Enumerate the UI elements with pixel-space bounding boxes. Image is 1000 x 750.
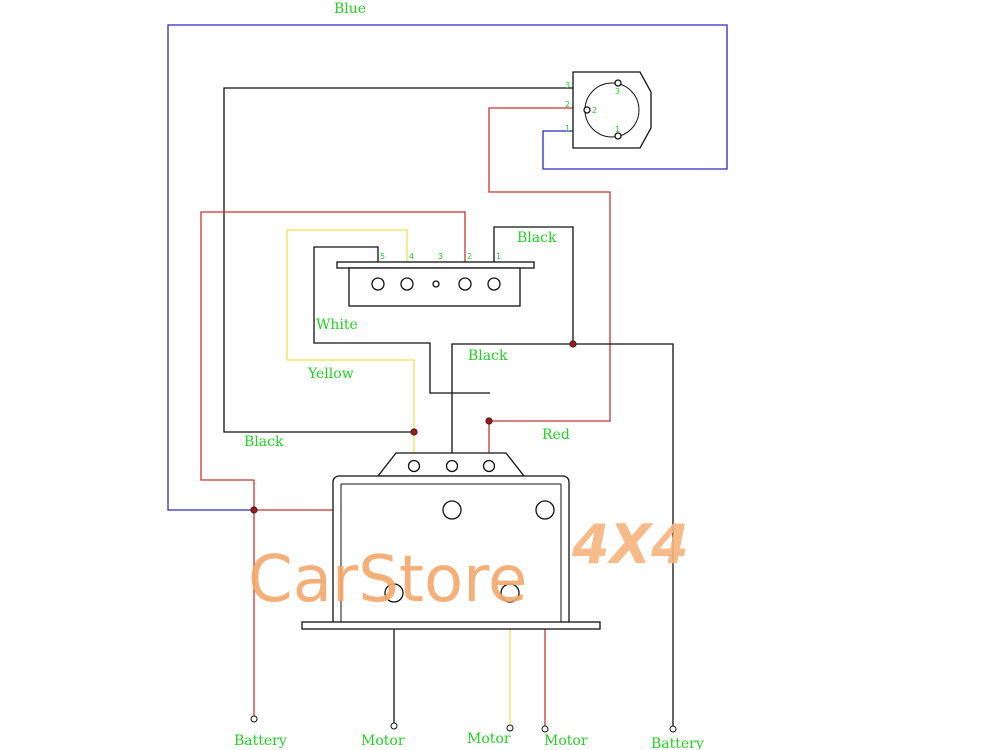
solenoid-stud-motor-2 — [500, 583, 520, 603]
junction-dot-yellow — [410, 428, 418, 436]
switch-inner-label-1: 1 — [615, 125, 620, 134]
junction-dot-battery — [250, 506, 258, 514]
carstore-watermark: CarStore 4X4 — [248, 513, 689, 617]
black-wire-to-middle-terminal — [451, 343, 674, 728]
connector-pin-label-1: 1 — [496, 252, 501, 261]
switch-pin-3-hole — [614, 79, 622, 87]
connector-pin-3 — [432, 280, 440, 288]
switch-inner-label-3: 3 — [615, 87, 620, 96]
connector-pin-5 — [371, 277, 385, 291]
label-motor-1: Motor — [361, 733, 405, 749]
red-wire-connector-to-battery — [200, 211, 466, 481]
watermark-suffix: 4X4 — [571, 513, 689, 576]
label-black-left: Black — [244, 434, 284, 450]
connector-pin-label-2: 2 — [467, 252, 472, 261]
label-motor-2: Motor — [467, 731, 511, 747]
connector-pin-2 — [458, 277, 472, 291]
terminal-end-motor-2 — [506, 724, 514, 732]
junction-dot-black — [569, 340, 577, 348]
solenoid-terminal-left — [407, 459, 421, 473]
yellow-wire — [286, 229, 415, 466]
switch-pin-2-hole — [583, 106, 591, 114]
connector-pin-label-3: 3 — [438, 252, 443, 261]
terminal-end-battery-right — [669, 725, 677, 733]
five-pin-connector: 5 4 3 2 1 — [336, 252, 535, 307]
label-motor-3: Motor — [544, 733, 588, 749]
label-white: White — [316, 317, 358, 333]
label-red: Red — [542, 427, 570, 443]
label-yellow: Yellow — [307, 366, 354, 382]
junction-dot-red — [485, 417, 493, 425]
blue-wire — [167, 24, 728, 511]
terminal-end-battery-left — [250, 715, 258, 723]
rocker-switch: 3 2 1 3 2 1 — [565, 71, 652, 149]
label-black-top: Black — [517, 230, 557, 246]
terminal-end-motor-3 — [541, 725, 549, 733]
switch-inner-label-2: 2 — [592, 106, 597, 115]
connector-pin-label-4: 4 — [409, 252, 414, 261]
solenoid-terminal-middle — [445, 459, 459, 473]
solenoid-stud-motor-1 — [384, 583, 404, 603]
solenoid-terminal-right — [482, 459, 496, 473]
connector-pin-label-5: 5 — [380, 252, 385, 261]
connector-pin-4 — [400, 277, 414, 291]
switch-pin-1-hole — [614, 132, 622, 140]
watermark-brand: CarStore — [248, 543, 527, 617]
terminal-end-motor-1 — [390, 722, 398, 730]
label-battery-right: Battery — [651, 736, 704, 750]
switch-pin-label-1: 1 — [565, 124, 570, 133]
switch-pin-label-3: 3 — [565, 81, 570, 90]
black-wire-connector-pin1 — [493, 226, 574, 344]
solenoid-stud-motor-3 — [535, 500, 555, 520]
label-black-mid: Black — [468, 348, 508, 364]
label-blue: Blue — [334, 1, 366, 17]
solenoid-box — [301, 452, 601, 630]
black-wire-switch-to-solenoid — [223, 87, 573, 433]
switch-pin-label-2: 2 — [565, 100, 570, 109]
solenoid-stud-battery — [442, 500, 462, 520]
connector-pin-1 — [487, 277, 501, 291]
label-battery-left: Battery — [234, 733, 287, 749]
white-wire — [313, 246, 490, 394]
